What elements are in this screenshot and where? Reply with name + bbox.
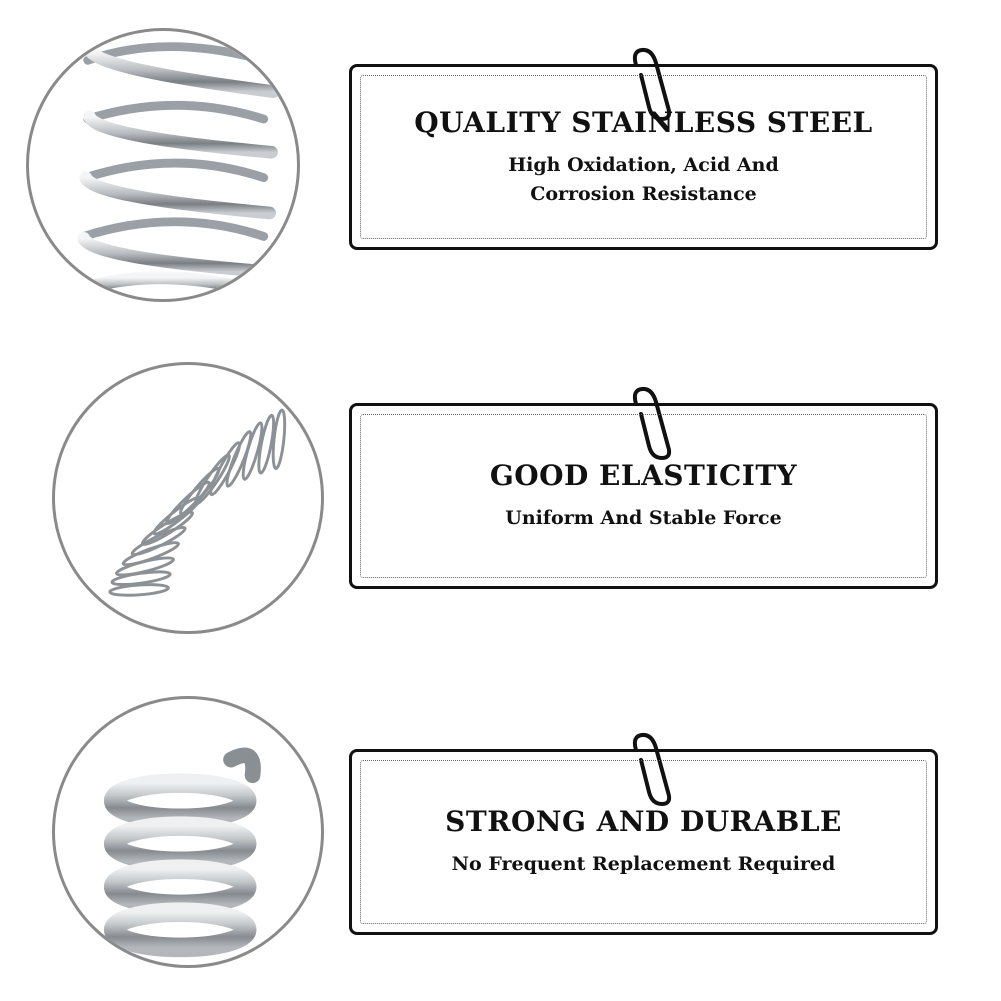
feature-card-inner: GOOD ELASTICITY Uniform And Stable Force: [360, 414, 927, 578]
paperclip-icon: [632, 386, 672, 461]
paperclip-icon: [632, 732, 672, 807]
bent-spring-image: [52, 362, 324, 634]
bent-spring-icon: [108, 408, 287, 597]
feature-title: STRONG AND DURABLE: [445, 805, 842, 838]
feature-title: QUALITY STAINLESS STEEL: [414, 105, 873, 139]
feature-card-quality: QUALITY STAINLESS STEEL High Oxidation, …: [349, 47, 938, 250]
feature-card-elasticity: GOOD ELASTICITY Uniform And Stable Force: [349, 386, 938, 589]
tight-coil-spring-icon: [77, 42, 280, 299]
paperclip-icon: [632, 47, 672, 122]
feature-subtitle: High Oxidation, Acid And Corrosion Resis…: [508, 153, 779, 205]
tight-coil-spring-image: [26, 28, 300, 302]
thick-coil-spring-image: [52, 696, 324, 968]
feature-subtitle: No Frequent Replacement Required: [451, 853, 836, 875]
feature-subtitle: Uniform And Stable Force: [505, 507, 782, 529]
feature-card-durable: STRONG AND DURABLE No Frequent Replaceme…: [349, 732, 938, 935]
feature-card-inner: STRONG AND DURABLE No Frequent Replaceme…: [360, 760, 927, 924]
feature-title: GOOD ELASTICITY: [489, 459, 798, 492]
thick-coil-spring-icon: [103, 747, 261, 958]
feature-card-inner: QUALITY STAINLESS STEEL High Oxidation, …: [360, 75, 927, 239]
